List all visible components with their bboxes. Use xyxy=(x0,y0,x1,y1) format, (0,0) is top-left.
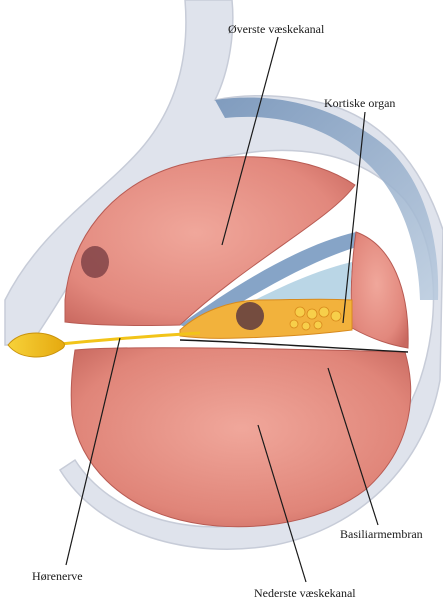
spiral-ganglion xyxy=(236,302,264,330)
organ-of-corti-shape xyxy=(180,299,352,338)
auditory-nerve-fibre xyxy=(50,333,200,345)
label-auditory-nerve: Hørenerve xyxy=(32,570,83,582)
scala-media-shape xyxy=(351,232,408,348)
label-organ-of-corti: Kortiske organ xyxy=(324,97,395,109)
upper-canal-dark-spot xyxy=(81,246,109,278)
label-lower-canal: Nederste væskekanal xyxy=(254,587,356,599)
label-upper-canal: Øverste væskekanal xyxy=(228,23,324,35)
label-basilar-membrane: Basiliarmembran xyxy=(340,528,423,540)
